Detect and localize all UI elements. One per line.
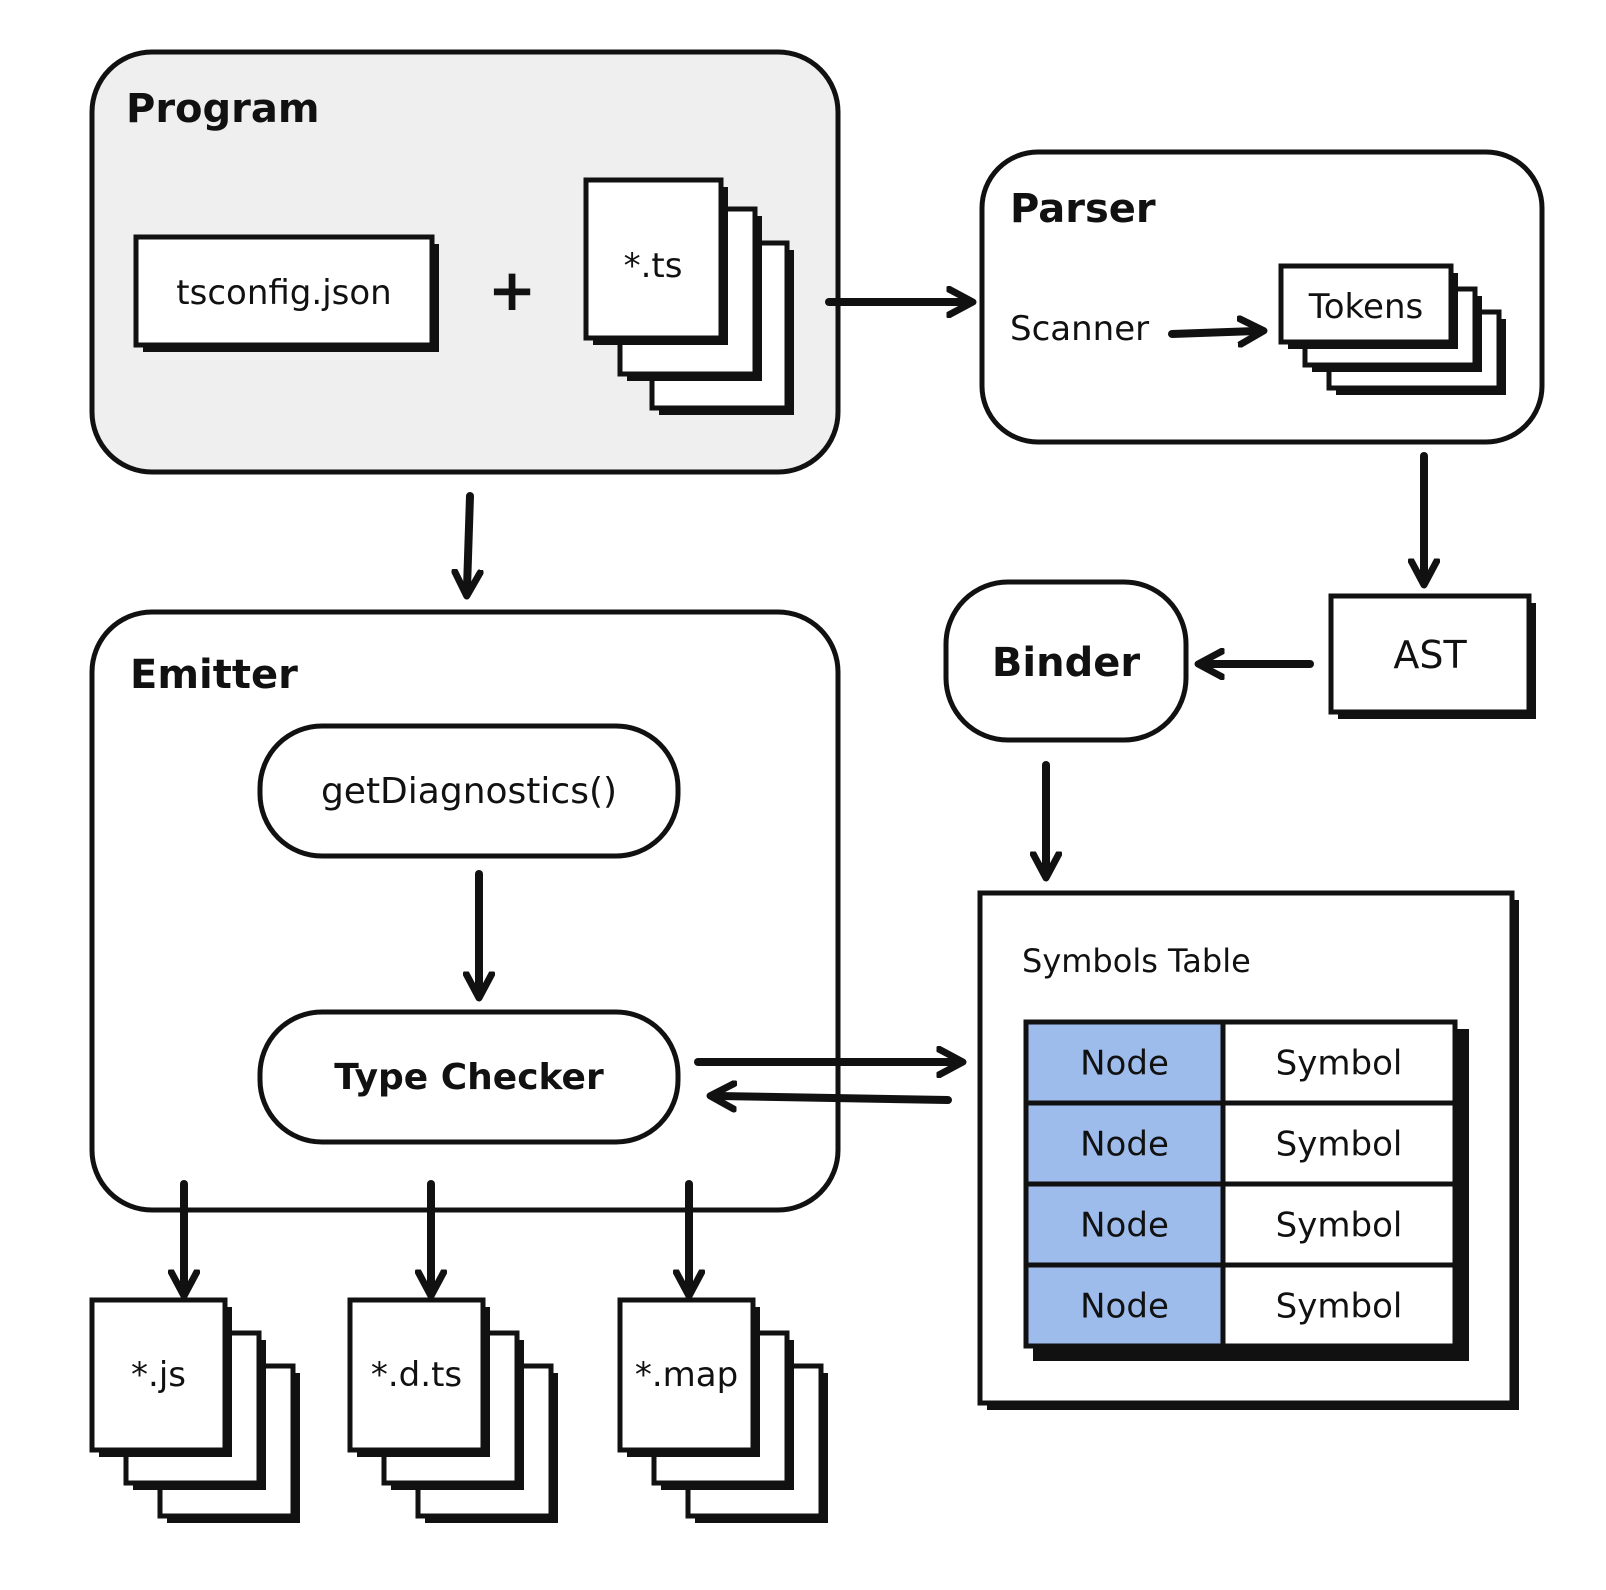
arrows — [184, 302, 1424, 1288]
symbol-cell — [1220, 1262, 1458, 1349]
symbol-cell — [1220, 1100, 1458, 1187]
node-cell — [1023, 1019, 1226, 1106]
parser-title: Parser — [1010, 186, 1156, 232]
node-cell-label: Node — [1080, 1125, 1169, 1165]
tokens-label: Tokens — [1308, 287, 1423, 327]
dts-files-stack: *.d.ts — [347, 1297, 558, 1523]
output-files-label: *.js — [131, 1355, 186, 1395]
node-cell-label: Node — [1080, 1287, 1169, 1327]
symbol-cell — [1220, 1019, 1458, 1106]
ast-label: AST — [1393, 633, 1467, 677]
ast-box: AST — [1328, 593, 1536, 719]
symbols-table-row: Node Symbol — [1023, 1181, 1458, 1268]
node-cell — [1023, 1181, 1226, 1268]
tokens-stack: Tokens — [1278, 263, 1506, 395]
symbol-cell-label: Symbol — [1276, 1287, 1403, 1327]
symbols-table-title: Symbols Table — [1022, 942, 1251, 980]
binder-label: Binder — [992, 640, 1140, 686]
js-files-stack: *.js — [89, 1297, 300, 1523]
program-group: Program tsconfig.json + *.ts — [89, 49, 841, 475]
symbol-cell-label: Symbol — [1276, 1044, 1403, 1084]
ts-files-label: *.ts — [624, 246, 683, 286]
output-files-label: *.map — [635, 1355, 738, 1395]
symbol-cell-label: Symbol — [1276, 1125, 1403, 1165]
symbols-table-row: Node Symbol — [1023, 1019, 1458, 1106]
node-cell — [1023, 1100, 1226, 1187]
output-files: *.js *.d.ts *.map — [89, 1297, 828, 1523]
node-cell-label: Node — [1080, 1206, 1169, 1246]
node-cell-label: Node — [1080, 1044, 1169, 1084]
arrow-symbols-to-checker — [718, 1096, 952, 1100]
arrow-program-to-emitter — [467, 492, 470, 588]
get-diagnostics-box: getDiagnostics() — [257, 723, 681, 859]
emitter-title: Emitter — [130, 652, 298, 698]
tsconfig-box: tsconfig.json — [133, 234, 439, 352]
program-title: Program — [126, 86, 320, 132]
tsconfig-label: tsconfig.json — [176, 273, 391, 313]
ts-files-stack: *.ts — [583, 177, 794, 415]
scanner-label: Scanner — [1010, 309, 1149, 349]
symbols-table-row: Node Symbol — [1023, 1100, 1458, 1187]
symbol-cell — [1220, 1181, 1458, 1268]
parser-group: Parser Scanner Tokens — [979, 149, 1545, 445]
symbols-table-row: Node Symbol — [1023, 1262, 1458, 1349]
emitter-group: Emitter getDiagnostics() Type Checker — [89, 609, 841, 1213]
arrow-scanner-to-tokens — [1168, 331, 1256, 334]
symbol-cell-label: Symbol — [1276, 1206, 1403, 1246]
map-files-stack: *.map — [617, 1297, 828, 1523]
type-checker-box: Type Checker — [257, 1009, 681, 1145]
output-files-label: *.d.ts — [371, 1355, 462, 1395]
type-checker-label: Type Checker — [334, 1057, 604, 1098]
get-diagnostics-label: getDiagnostics() — [321, 771, 617, 812]
binder-box: Binder — [943, 579, 1189, 743]
plus-sign: + — [488, 256, 537, 324]
